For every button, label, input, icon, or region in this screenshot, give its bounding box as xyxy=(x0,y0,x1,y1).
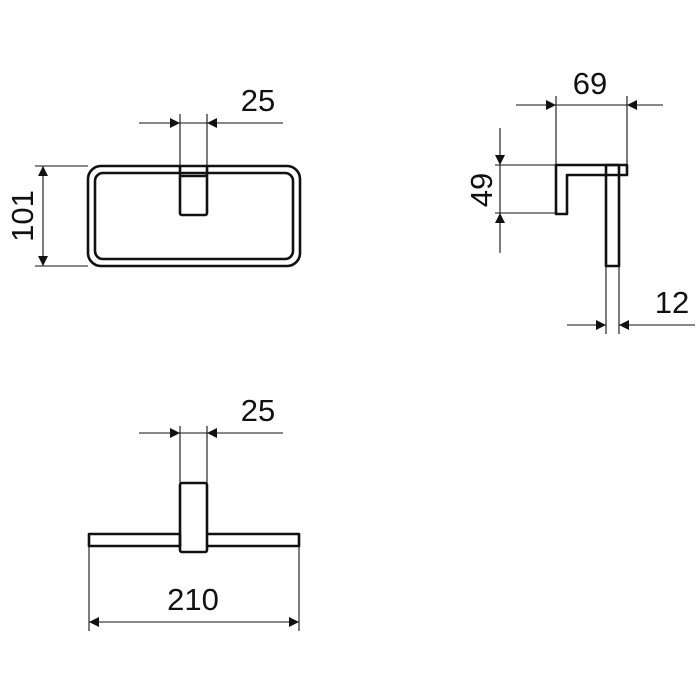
dimension-front-post-width: 25 xyxy=(139,83,283,166)
ring-outer-outline xyxy=(86,164,302,268)
dimension-front-height: 101 xyxy=(5,165,88,267)
dimension-label: 12 xyxy=(655,285,689,320)
dimension-side-bar-thickness: 12 xyxy=(567,266,695,334)
ring-inner-outline xyxy=(93,171,295,261)
dimension-bottom-width: 210 xyxy=(88,546,300,631)
dimension-side-depth: 69 xyxy=(516,66,663,165)
dimension-label: 69 xyxy=(573,66,607,101)
dimension-side-plate-height: 49 xyxy=(464,128,556,253)
dimension-label: 210 xyxy=(167,582,219,617)
wall-bracket xyxy=(554,163,629,216)
mount-post xyxy=(178,166,209,217)
dimension-label: 25 xyxy=(241,83,275,118)
side-view: 69 49 12 xyxy=(464,66,695,334)
dimension-bottom-post-width: 25 xyxy=(139,393,283,483)
dimension-label: 49 xyxy=(464,173,499,207)
front-view: 25 101 xyxy=(5,83,302,268)
ring-bar-section xyxy=(604,163,621,268)
bottom-view: 25 210 xyxy=(87,393,301,631)
dimension-label: 25 xyxy=(241,393,275,428)
dimension-label: 101 xyxy=(5,190,40,242)
mount-post xyxy=(178,481,209,554)
